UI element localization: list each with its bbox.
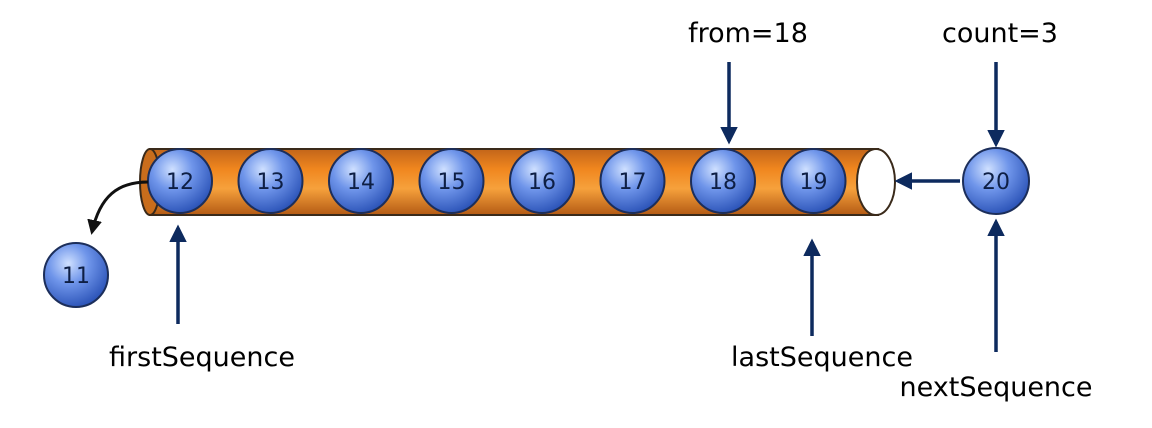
dequeued-ball (43, 242, 109, 308)
queue-ball-label-15: 15 (438, 170, 466, 195)
incoming-ball (962, 147, 1030, 215)
queue-ball-label-12: 12 (166, 170, 194, 195)
queue-ball-label-18: 18 (709, 170, 737, 195)
incoming-ball-label: 20 (982, 170, 1010, 195)
dequeued-item: 11 (43, 242, 109, 308)
queue-ball-label-16: 16 (528, 170, 556, 195)
from-label: from=18 (688, 18, 808, 49)
queue-ball-label-19: 19 (800, 170, 828, 195)
queue-ball-label-13: 13 (257, 170, 285, 195)
dequeue-arrow (87, 180, 149, 235)
arrows (87, 62, 1005, 352)
queue-ball-16 (509, 148, 575, 214)
incoming-item: 20 (962, 147, 1030, 215)
queue-ball-label-17: 17 (619, 170, 647, 195)
tube-right-opening (856, 148, 896, 216)
queue-ball-19 (780, 148, 847, 214)
next-sequence-label: nextSequence (900, 372, 1093, 403)
queue-ball-label-14: 14 (347, 170, 375, 195)
count-label: count=3 (942, 18, 1058, 49)
captions: from=18 count=3 firstSequence lastSequen… (109, 18, 1092, 403)
first-sequence-label: firstSequence (109, 342, 295, 373)
queue-ball-15 (418, 148, 485, 214)
queue-ball-14 (328, 148, 394, 214)
queue-ball-18 (690, 148, 756, 214)
queue-ball-17 (599, 148, 666, 214)
queue-items: 12 13 14 15 16 17 18 19 (147, 148, 847, 214)
last-sequence-label: lastSequence (731, 342, 913, 373)
queue-ball-13 (237, 148, 304, 214)
dequeued-ball-label: 11 (62, 264, 90, 289)
